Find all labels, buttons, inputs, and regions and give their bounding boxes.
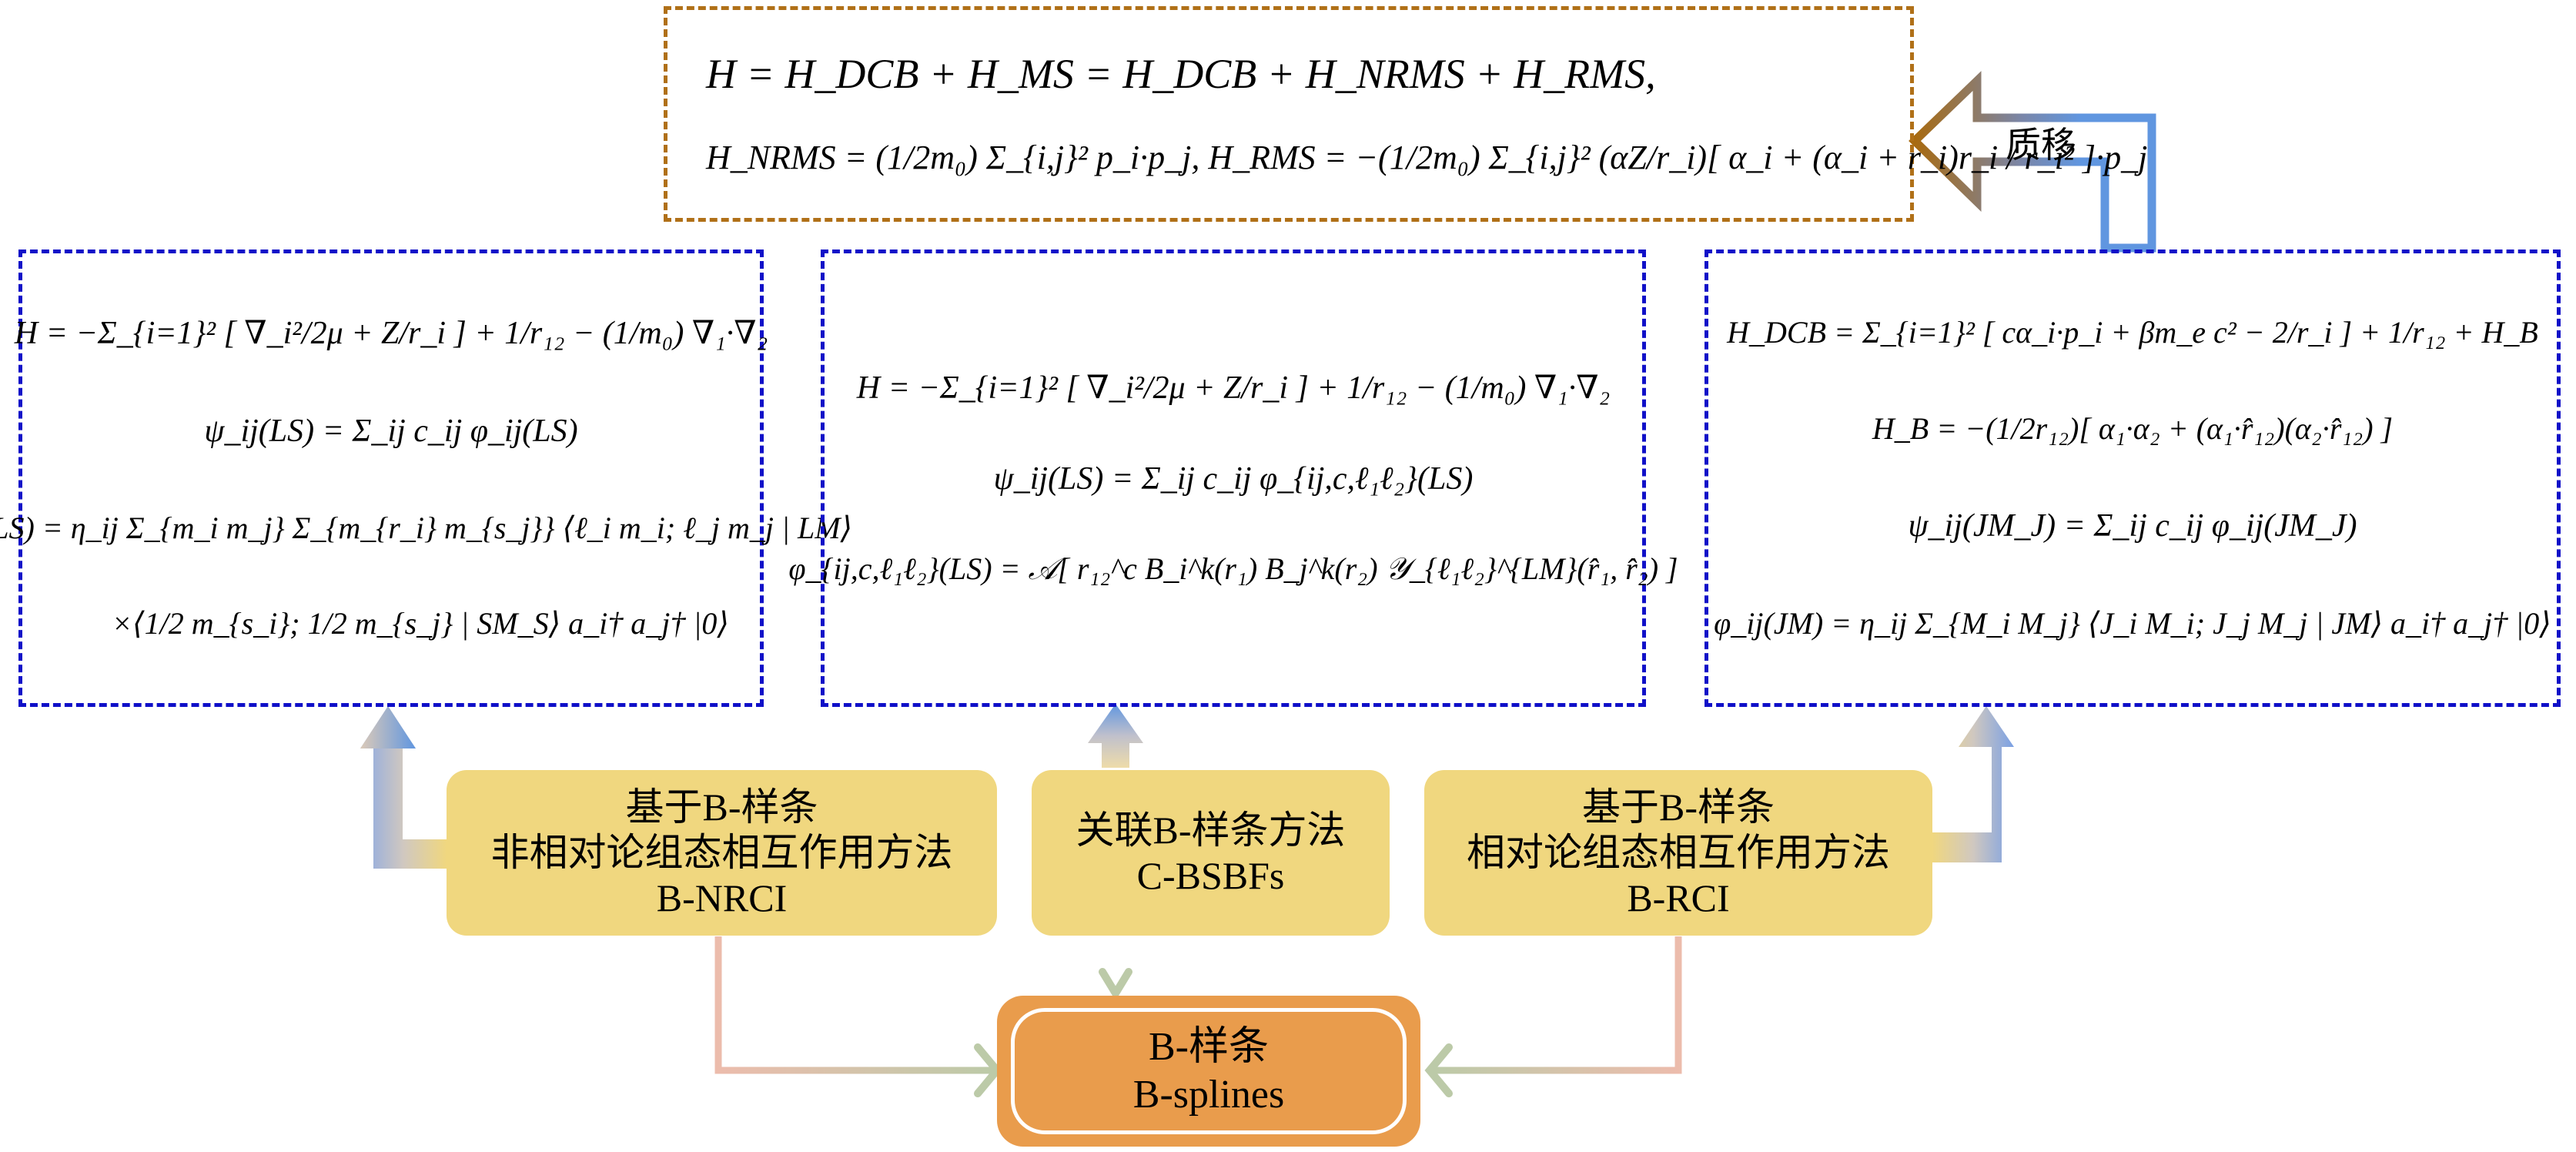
core-label-english: B-splines <box>1132 1073 1285 1117</box>
nrci-label-line-1: 基于B-样条 <box>625 785 818 829</box>
nrci-label-line-3: B-NRCI <box>656 876 788 919</box>
method-box-nrci: 基于B-样条 非相对论组态相互作用方法 B-NRCI <box>447 770 997 936</box>
dcb-hamiltonian-equation: H_DCB = Σ_{i=1}² [ cα_i·p_i + βm_e c² − … <box>1727 315 2538 350</box>
cbsbf-to-core-arrowhead <box>1099 968 1132 1001</box>
nrci-label-line-2: 非相对论组态相互作用方法 <box>490 831 953 874</box>
cbsbf-formula-box: H = −Σ_{i=1}² [ ∇_i²/2μ + Z/r_i ] + 1/r₁… <box>788 249 1678 707</box>
cbsbf-wavefunction-expansion: ψ_ij(LS) = Σ_ij c_ij φ_{ij,c,ℓ₁ℓ₂}(LS) <box>993 461 1474 497</box>
rci-up-arrow <box>1932 706 2014 862</box>
cbsbf-basis-function: φ_{ij,c,ℓ₁ℓ₂}(LS) = 𝒜[ r₁₂^c B_i^k(r₁) B… <box>788 551 1678 587</box>
nrci-to-core-connector <box>714 936 993 1074</box>
rci-label-line-2: 相对论组态相互作用方法 <box>1467 831 1890 874</box>
cbsbf-up-arrow <box>1088 704 1143 768</box>
rci-label-line-1: 基于B-样条 <box>1582 785 1775 829</box>
breit-interaction-equation: H_B = −(1/2r₁₂)[ α₁·α₂ + (α₁·r̂₁₂)(α₂·r̂… <box>1872 411 2394 447</box>
rci-configuration-function: φ_ij(JM) = η_ij Σ_{M_i M_j} ⟨J_i M_i; J_… <box>1714 605 2551 641</box>
cbsbf-label-line-2: C-BSBFs <box>1136 853 1285 897</box>
nrci-wavefunction-expansion: ψ_ij(LS) = Σ_ij c_ij φ_ij(LS) <box>204 413 578 449</box>
core-label-chinese: B-样条 <box>1148 1024 1269 1069</box>
cbsbf-label-line-1: 关联B-样条方法 <box>1076 808 1346 852</box>
cbsbf-hamiltonian-equation: H = −Σ_{i=1}² [ ∇_i²/2μ + Z/r_i ] + 1/r₁… <box>856 370 1611 406</box>
nrci-configuration-function: ψ_ij(LS) = η_ij Σ_{m_i m_j} Σ_{m_{r_i} m… <box>0 510 853 545</box>
rci-to-core-connector <box>1434 936 1682 1074</box>
rci-wavefunction-expansion: ψ_ij(JM_J) = Σ_ij c_ij φ_ij(JM_J) <box>1908 508 2357 544</box>
method-box-rci: 基于B-样条 相对论组态相互作用方法 B-RCI <box>1424 770 1932 936</box>
mass-shift-formula-box: H = H_DCB + H_MS = H_DCB + H_NRMS + H_RM… <box>664 6 2147 222</box>
nrci-spin-coupling: ×⟨1/2 m_{s_i}; 1/2 m_{s_j} | SM_S⟩ a_i† … <box>111 606 729 641</box>
nrci-hamiltonian-equation: H = −Σ_{i=1}² [ ∇_i²/2μ + Z/r_i ] + 1/r₁… <box>14 315 768 351</box>
bspline-core-inner-frame: B-样条 B-splines <box>1011 1008 1407 1134</box>
nrci-formula-box: H = −Σ_{i=1}² [ ∇_i²/2μ + Z/r_i ] + 1/r₁… <box>0 249 852 707</box>
mass-shift-arrow <box>1909 71 2156 253</box>
mass-shift-label: 质移 <box>2006 124 2076 166</box>
bspline-core-box: B-样条 B-splines <box>997 996 1420 1147</box>
rci-to-core-arrowhead <box>1424 1043 1453 1097</box>
method-box-cbsbf: 关联B-样条方法 C-BSBFs <box>1032 770 1390 936</box>
rci-formula-box: H_DCB = Σ_{i=1}² [ cα_i·p_i + βm_e c² − … <box>1705 249 2561 707</box>
mass-shift-operators-equation: H_NRMS = (1/2m₀) Σ_{i,j}² p_i·p_j, H_RMS… <box>706 138 2148 176</box>
nrci-up-arrow-head <box>360 706 416 748</box>
total-hamiltonian-equation: H = H_DCB + H_MS = H_DCB + H_NRMS + H_RM… <box>706 51 1656 98</box>
rci-label-line-3: B-RCI <box>1627 876 1730 919</box>
